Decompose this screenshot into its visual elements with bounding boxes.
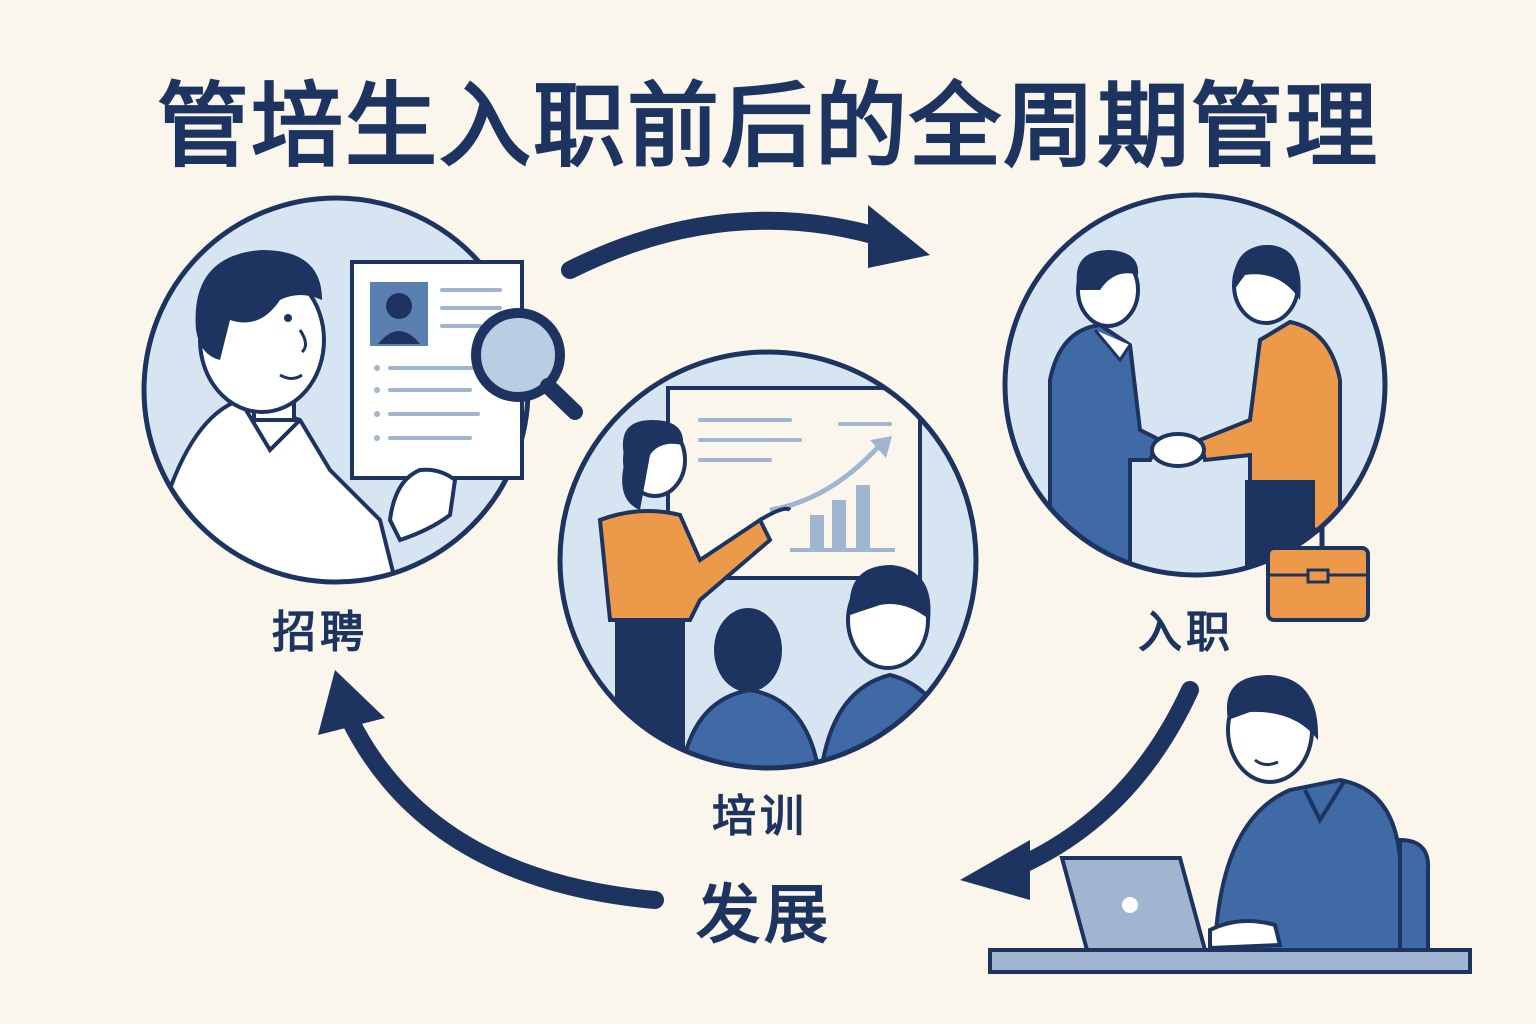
briefcase-icon: [1266, 527, 1370, 622]
page-title: 管培生入职前后的全周期管理: [156, 73, 1379, 180]
magnifier-icon: [471, 308, 583, 420]
onboard-illustration: [1002, 192, 1388, 622]
stage-label-training: 培训: [712, 791, 808, 842]
arrow-onboard-to-develop: [960, 681, 1199, 900]
laptop-icon: [1059, 856, 1208, 952]
desk: [988, 948, 1472, 974]
stage-label-onboard: 入职: [1138, 607, 1234, 658]
develop-illustration: [988, 675, 1472, 974]
training-illustration: [557, 349, 979, 771]
stage-label-develop: 发展: [696, 879, 832, 953]
arrow-recruit-to-onboard: [561, 205, 930, 279]
arrow-develop-to-recruit: [318, 670, 664, 909]
recruit-illustration: [141, 195, 583, 585]
stage-label-recruit: 招聘: [272, 607, 368, 658]
